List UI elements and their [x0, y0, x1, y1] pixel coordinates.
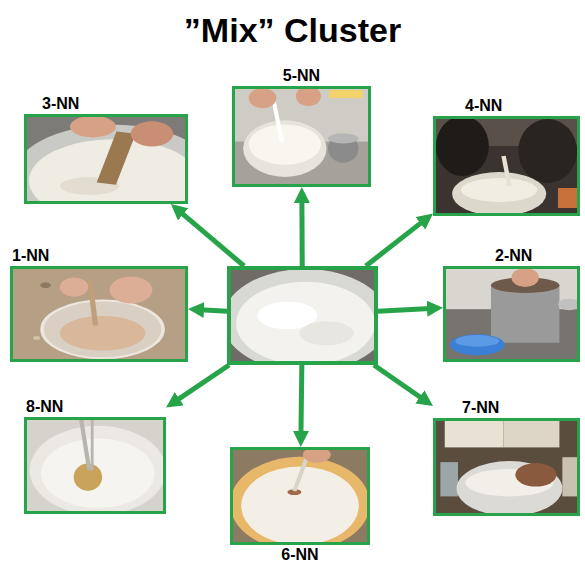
arrow-connector	[196, 309, 227, 311]
image-node: 3-NN	[24, 94, 188, 204]
mixing-photo	[13, 114, 216, 229]
image-frame	[433, 418, 580, 516]
neighbor-label: 8-NN	[24, 397, 166, 417]
mixing-photo	[433, 116, 580, 216]
image-node: 2-NN	[443, 246, 580, 362]
image-node: 5-NN	[232, 66, 371, 187]
neighbor-label: 5-NN	[232, 66, 371, 86]
arrow-connector	[299, 195, 304, 266]
image-node: 6-NN	[230, 447, 370, 564]
image-node: 1-NN	[10, 246, 188, 362]
image-node: 7-NN	[433, 398, 580, 516]
image-frame	[443, 266, 580, 362]
image-frame	[24, 114, 188, 204]
diagram-title: ”Mix” Cluster	[0, 10, 585, 50]
image-frame	[230, 447, 370, 545]
arrow-connector	[173, 365, 230, 403]
mixing-photo	[222, 266, 388, 372]
arrow-connector	[298, 365, 304, 439]
neighbor-label: 2-NN	[443, 246, 580, 266]
mixing-photo	[433, 418, 580, 516]
arrow-connector	[378, 308, 435, 311]
mixing-photo	[230, 447, 370, 551]
neighbor-label: 4-NN	[433, 96, 580, 116]
mixing-photo	[10, 266, 188, 362]
arrow-connector	[366, 218, 427, 266]
arrow-connector	[374, 365, 427, 401]
image-frame	[24, 417, 166, 514]
mixing-photo	[232, 86, 371, 187]
image-frame	[433, 116, 580, 216]
mixing-photo	[24, 417, 166, 515]
image-node	[227, 266, 378, 365]
arrow-connector	[177, 209, 244, 266]
neighbor-label: 1-NN	[10, 246, 188, 266]
image-frame	[227, 266, 378, 365]
neighbor-label: 7-NN	[433, 398, 580, 418]
mixing-photo	[443, 266, 580, 362]
image-frame	[10, 266, 188, 362]
image-node: 4-NN	[433, 96, 580, 216]
neighbor-label: 6-NN	[230, 545, 370, 564]
neighbor-label: 3-NN	[24, 94, 188, 114]
image-node: 8-NN	[24, 397, 166, 514]
image-frame	[232, 86, 371, 187]
